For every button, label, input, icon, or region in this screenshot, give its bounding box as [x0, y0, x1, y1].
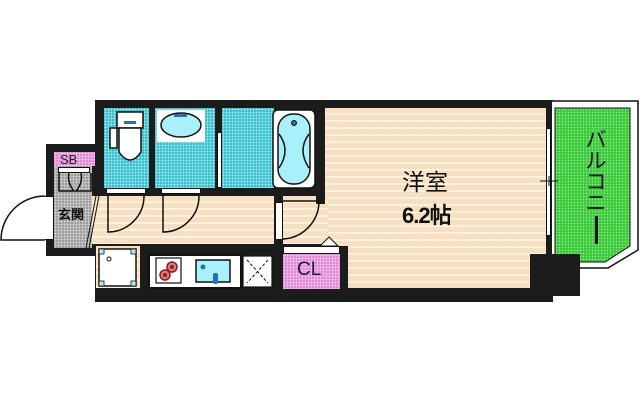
bathroom: [222, 108, 274, 188]
washroom-door-swing[interactable]: [161, 194, 201, 234]
balcony-char: ル: [585, 150, 607, 173]
shoe-box: [54, 152, 95, 166]
entrance: [54, 166, 92, 248]
front-door-swing[interactable]: [0, 195, 46, 241]
wall-kitchen-left: [140, 246, 148, 290]
wall-kitchen-divider: [274, 196, 283, 300]
closet-door-arrow: [318, 236, 340, 247]
shoe-box-door-icon: [58, 172, 92, 192]
refrigerator-space-icon: [242, 255, 273, 288]
washroom-door-frame: [217, 132, 222, 188]
closet-wall-right: [340, 246, 348, 290]
shoe-box-shelf: [58, 167, 90, 173]
western-room-label: 洋室: [402, 169, 448, 195]
balcony-label: バ ル コ ニ: [584, 130, 608, 244]
western-room: [324, 108, 546, 288]
room-door-swing[interactable]: [282, 200, 323, 241]
wall-toilet-washroom: [148, 108, 155, 196]
washroom-door-frame-bottom: [161, 188, 201, 194]
pillar: [530, 254, 580, 296]
wall-wet-bottom: [100, 188, 325, 196]
closet: [283, 254, 340, 289]
western-room-size: 6.2帖: [402, 203, 452, 228]
shoe-box-label: SB: [60, 152, 78, 167]
washing-machine-space-icon: [98, 248, 137, 287]
toilet-door-swing[interactable]: [106, 194, 146, 234]
balcony-char: ニ: [585, 192, 607, 215]
toilet-icon: [109, 111, 144, 161]
closet-label: CL: [297, 259, 322, 280]
window-handle: [540, 176, 558, 186]
entrance-label: 玄関: [58, 207, 85, 222]
wall-bath-room: [316, 108, 325, 204]
washbasin-icon: [157, 110, 205, 142]
sink-icon: [195, 259, 231, 284]
closet-shelf: [283, 246, 340, 254]
balcony-char: バ: [585, 129, 607, 152]
balcony-char: コ: [585, 171, 607, 194]
entrance-step: [85, 195, 100, 249]
room-door-frame: [275, 202, 283, 240]
bathtub-icon: [272, 109, 316, 189]
balcony-char-long: [594, 216, 598, 244]
stove-icon: [155, 257, 182, 284]
balcony: [554, 107, 631, 263]
toilet-door-frame: [106, 188, 146, 194]
